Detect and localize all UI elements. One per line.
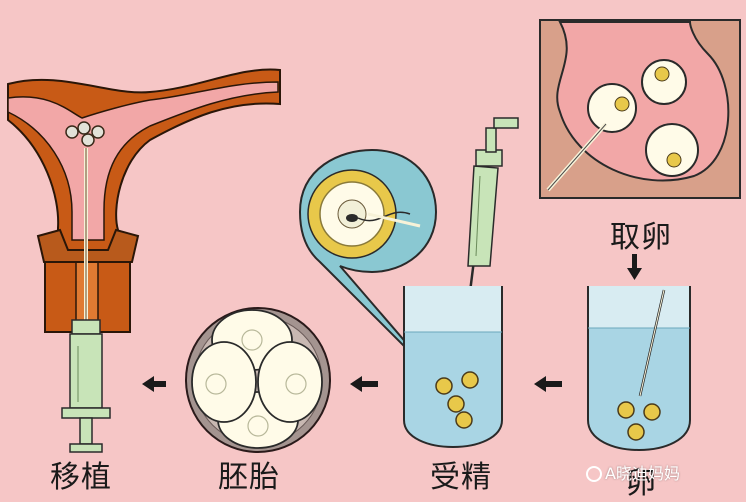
arrow-egg-to-fertilization (534, 376, 562, 392)
arrow-fertilization-to-embryo (350, 376, 378, 392)
sperm-head (346, 214, 358, 222)
egg-collection-illustration (587, 286, 691, 451)
follicles (587, 59, 699, 177)
arrow-embryo-to-transfer (142, 376, 166, 392)
watermark-icon (586, 466, 602, 482)
uterus-transfer-illustration (7, 68, 281, 453)
arrow-retrieval-down (627, 254, 642, 280)
fertilization-syringe (460, 117, 519, 357)
label-retrieval: 取卵 (610, 220, 672, 255)
fertilization-illustration (298, 117, 519, 448)
follicle-retrieval-illustration (539, 19, 741, 199)
label-transfer: 移植 (50, 460, 112, 495)
watermark-text: A晓迪妈妈 (605, 464, 680, 483)
label-egg: 卵 (626, 466, 657, 501)
cervix-collar (36, 228, 140, 263)
injection-pipette (367, 212, 421, 228)
fertilized-eggs (435, 371, 479, 429)
watermark: A晓迪妈妈 (586, 460, 680, 484)
collected-eggs (617, 401, 661, 441)
transferred-embryos (65, 121, 105, 147)
cell-nuclei (205, 329, 307, 437)
label-fertilization: 受精 (430, 460, 492, 495)
transfer-syringe (61, 319, 111, 453)
label-embryo: 胚胎 (218, 460, 280, 495)
uterine-cavity (7, 81, 279, 241)
embryo-illustration (185, 307, 331, 453)
blastomere-cells (191, 309, 323, 449)
